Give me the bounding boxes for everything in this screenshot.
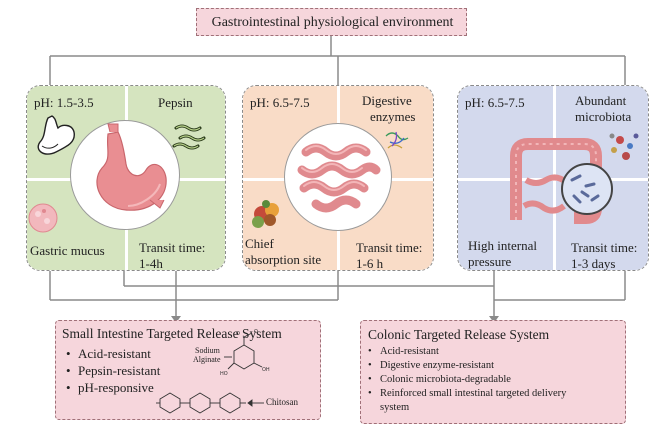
- colon-microbiota-2: microbiota: [575, 109, 632, 124]
- colonic-system-item: Colonic microbiota-degradable: [368, 373, 566, 387]
- colonic-system-item: Acid-resistant: [368, 345, 566, 359]
- intestine-enzyme-2: enzymes: [370, 109, 416, 124]
- stomach-enzyme: Pepsin: [158, 95, 193, 110]
- colon-microbiota-1: Abundant: [575, 93, 627, 108]
- colonic-system-item-continuation: system: [380, 402, 410, 413]
- colon-magnifier-circle: [561, 163, 613, 215]
- svg-text:OH: OH: [262, 367, 270, 373]
- alginate-structure-icon: O OH HO O: [220, 329, 270, 377]
- intestine-circle: [284, 123, 392, 231]
- chitosan-label: Chitosan: [266, 397, 299, 407]
- intestine-ph: pH: 6.5-7.5: [250, 95, 310, 110]
- small-system-item: Pepsin-resistant: [66, 362, 160, 379]
- small-system-item: Acid-resistant: [66, 345, 160, 362]
- colonic-system-list: Acid-resistant Digestive enzyme-resistan…: [368, 345, 566, 401]
- colon-ph: pH: 6.5-7.5: [465, 95, 525, 110]
- small-system-title: Small Intestine Targeted Release System: [62, 326, 282, 341]
- svg-text:O: O: [254, 329, 258, 335]
- stomach-ph: pH: 1.5-3.5: [34, 95, 94, 110]
- stomach-mucus: Gastric mucus: [30, 243, 105, 258]
- intestine-transit-1: Transit time:: [356, 240, 423, 255]
- small-intestine-system-box: Small Intestine Targeted Release System …: [55, 320, 321, 420]
- colonic-system-title: Colonic Targeted Release System: [368, 327, 550, 342]
- colon-transit-2: 1-3 days: [571, 256, 616, 271]
- intestine-site-1: Chief: [245, 236, 274, 251]
- intestine-site-2: absorption site: [245, 252, 322, 267]
- stomach-transit-1: Transit time:: [139, 240, 206, 255]
- chitosan-structure-icon: [156, 392, 264, 414]
- alginate-label-2: Alginate: [193, 355, 221, 364]
- small-system-list: Acid-resistant Pepsin-resistant pH-respo…: [66, 345, 160, 396]
- colonic-system-item: Reinforced small intestinal targeted del…: [368, 387, 566, 401]
- colon-quad-tl: [458, 86, 553, 178]
- intestine-enzyme-1: Digestive: [362, 93, 412, 108]
- stomach-transit-2: 1-4h: [139, 256, 163, 271]
- page-title: Gastrointestinal physiological environme…: [211, 15, 454, 30]
- colonic-system-box: Colonic Targeted Release System Acid-res…: [360, 320, 626, 424]
- title-box: Gastrointestinal physiological environme…: [196, 8, 467, 36]
- intestine-transit-2: 1-6 h: [356, 256, 384, 271]
- colon-pressure-1: High internal: [468, 238, 537, 253]
- svg-text:HO: HO: [220, 371, 228, 377]
- colon-transit-1: Transit time:: [571, 240, 638, 255]
- small-system-item: pH-responsive: [66, 379, 160, 396]
- colon-quad-bl: [458, 181, 553, 270]
- svg-text:O: O: [236, 331, 240, 337]
- colon-pressure-2: pressure: [468, 254, 512, 269]
- colonic-system-item: Digestive enzyme-resistant: [368, 359, 566, 373]
- alginate-label-1: Sodium: [195, 346, 220, 355]
